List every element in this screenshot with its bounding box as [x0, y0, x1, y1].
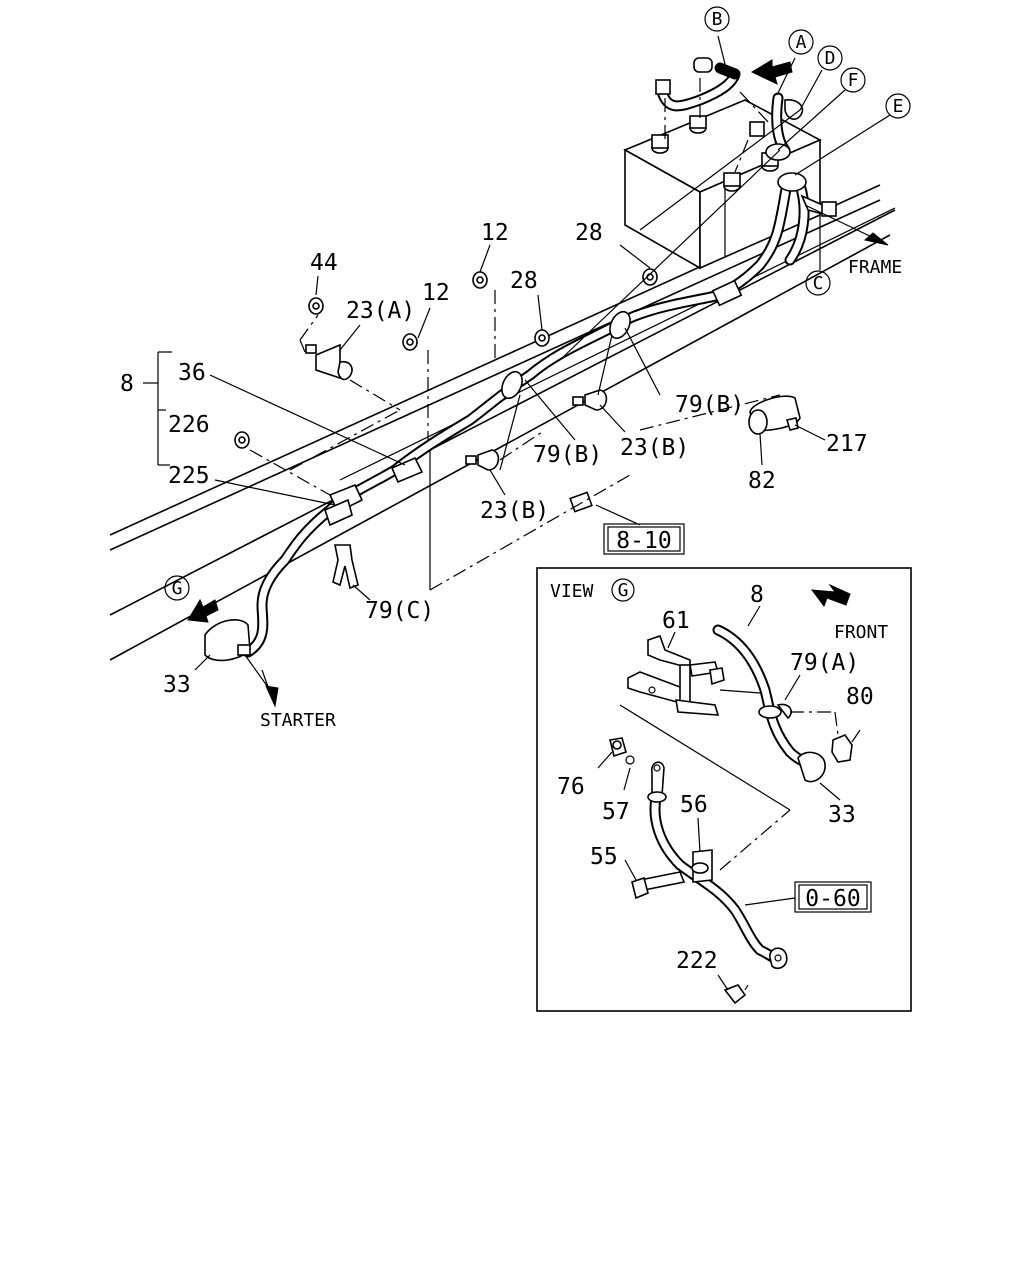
view-callout-76: 76 [557, 774, 585, 800]
main-harness [204, 279, 743, 662]
arrow-starter-icon [265, 685, 279, 708]
leader-lines [194, 35, 891, 691]
view-callout-33: 33 [828, 802, 856, 828]
view-g-marker: G [618, 580, 629, 601]
view-callout-79a: 79(A) [790, 650, 859, 676]
arrow-front-icon [810, 583, 851, 608]
callout-44: 44 [310, 250, 338, 276]
callout-217: 217 [826, 431, 868, 457]
circle-markers: B A D F E C G [164, 6, 911, 601]
arrow-to-battery-icon [750, 59, 793, 85]
callout-33: 33 [163, 672, 191, 698]
marker-c: C [813, 273, 824, 294]
marker-d: D [825, 48, 836, 69]
arrow-view-g-icon [187, 598, 219, 623]
callout-8: 8 [120, 371, 134, 397]
marker-f: F [848, 70, 859, 91]
view-callout-56: 56 [680, 792, 708, 818]
callout-226: 226 [168, 412, 210, 438]
view-callout-222: 222 [676, 948, 718, 974]
callout-12-b: 12 [422, 280, 450, 306]
callout-36: 36 [178, 360, 206, 386]
view-callout-8: 8 [750, 582, 764, 608]
label-frame: FRAME [848, 257, 902, 278]
callout-79c: 79(C) [365, 598, 434, 624]
label-front: FRONT [834, 622, 888, 643]
callout-12-a: 12 [481, 220, 509, 246]
small-parts [234, 268, 801, 513]
callout-79b-b: 79(B) [533, 442, 602, 468]
view-callout-61: 61 [662, 608, 690, 634]
callout-23b-b: 23(B) [480, 498, 549, 524]
marker-a: A [796, 32, 807, 53]
view-callout-80: 80 [846, 684, 874, 710]
direction-arrows [187, 59, 889, 708]
view-callout-55: 55 [590, 844, 618, 870]
callout-82: 82 [748, 468, 776, 494]
arrow-frame-icon [863, 232, 889, 246]
callout-28-b: 28 [510, 268, 538, 294]
ref-0-60-label: 0-60 [805, 886, 860, 912]
view-g-title: VIEW [550, 581, 594, 602]
callout-28-a: 28 [575, 220, 603, 246]
main-callouts: 44 23(A) 12 12 28 28 8 36 226 225 79(B) … [120, 220, 902, 731]
marker-g: G [172, 578, 183, 599]
ref-8-10-label: 8-10 [616, 528, 671, 554]
ref-box-8-10: 8-10 [603, 523, 685, 555]
callout-8-bracket [143, 351, 172, 466]
callout-23b-a: 23(B) [620, 435, 689, 461]
callout-23a: 23(A) [346, 298, 415, 324]
label-starter: STARTER [260, 710, 336, 731]
callout-79b-a: 79(B) [675, 392, 744, 418]
marker-b: B [712, 9, 723, 30]
view-g-panel: VIEW G FRONT [536, 567, 912, 1012]
callout-225: 225 [168, 463, 210, 489]
marker-e: E [893, 96, 904, 117]
view-callout-57: 57 [602, 799, 630, 825]
